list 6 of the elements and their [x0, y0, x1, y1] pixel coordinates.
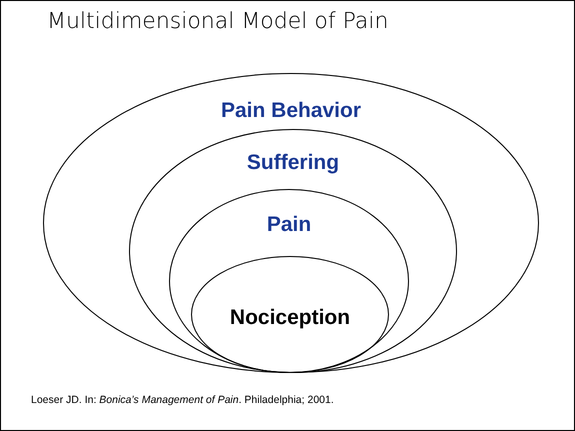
ring-label: Suffering: [246, 151, 340, 175]
slide-title: Multidimensional Model of Pain: [47, 9, 388, 34]
ring-label: Nociception: [228, 306, 352, 330]
citation: Loeser JD. In: Bonica’s Management of Pain. Philadelphia; 2001.: [31, 394, 335, 406]
ring-label: Pain: [266, 213, 312, 237]
ring-label: Pain Behavior: [220, 99, 362, 123]
